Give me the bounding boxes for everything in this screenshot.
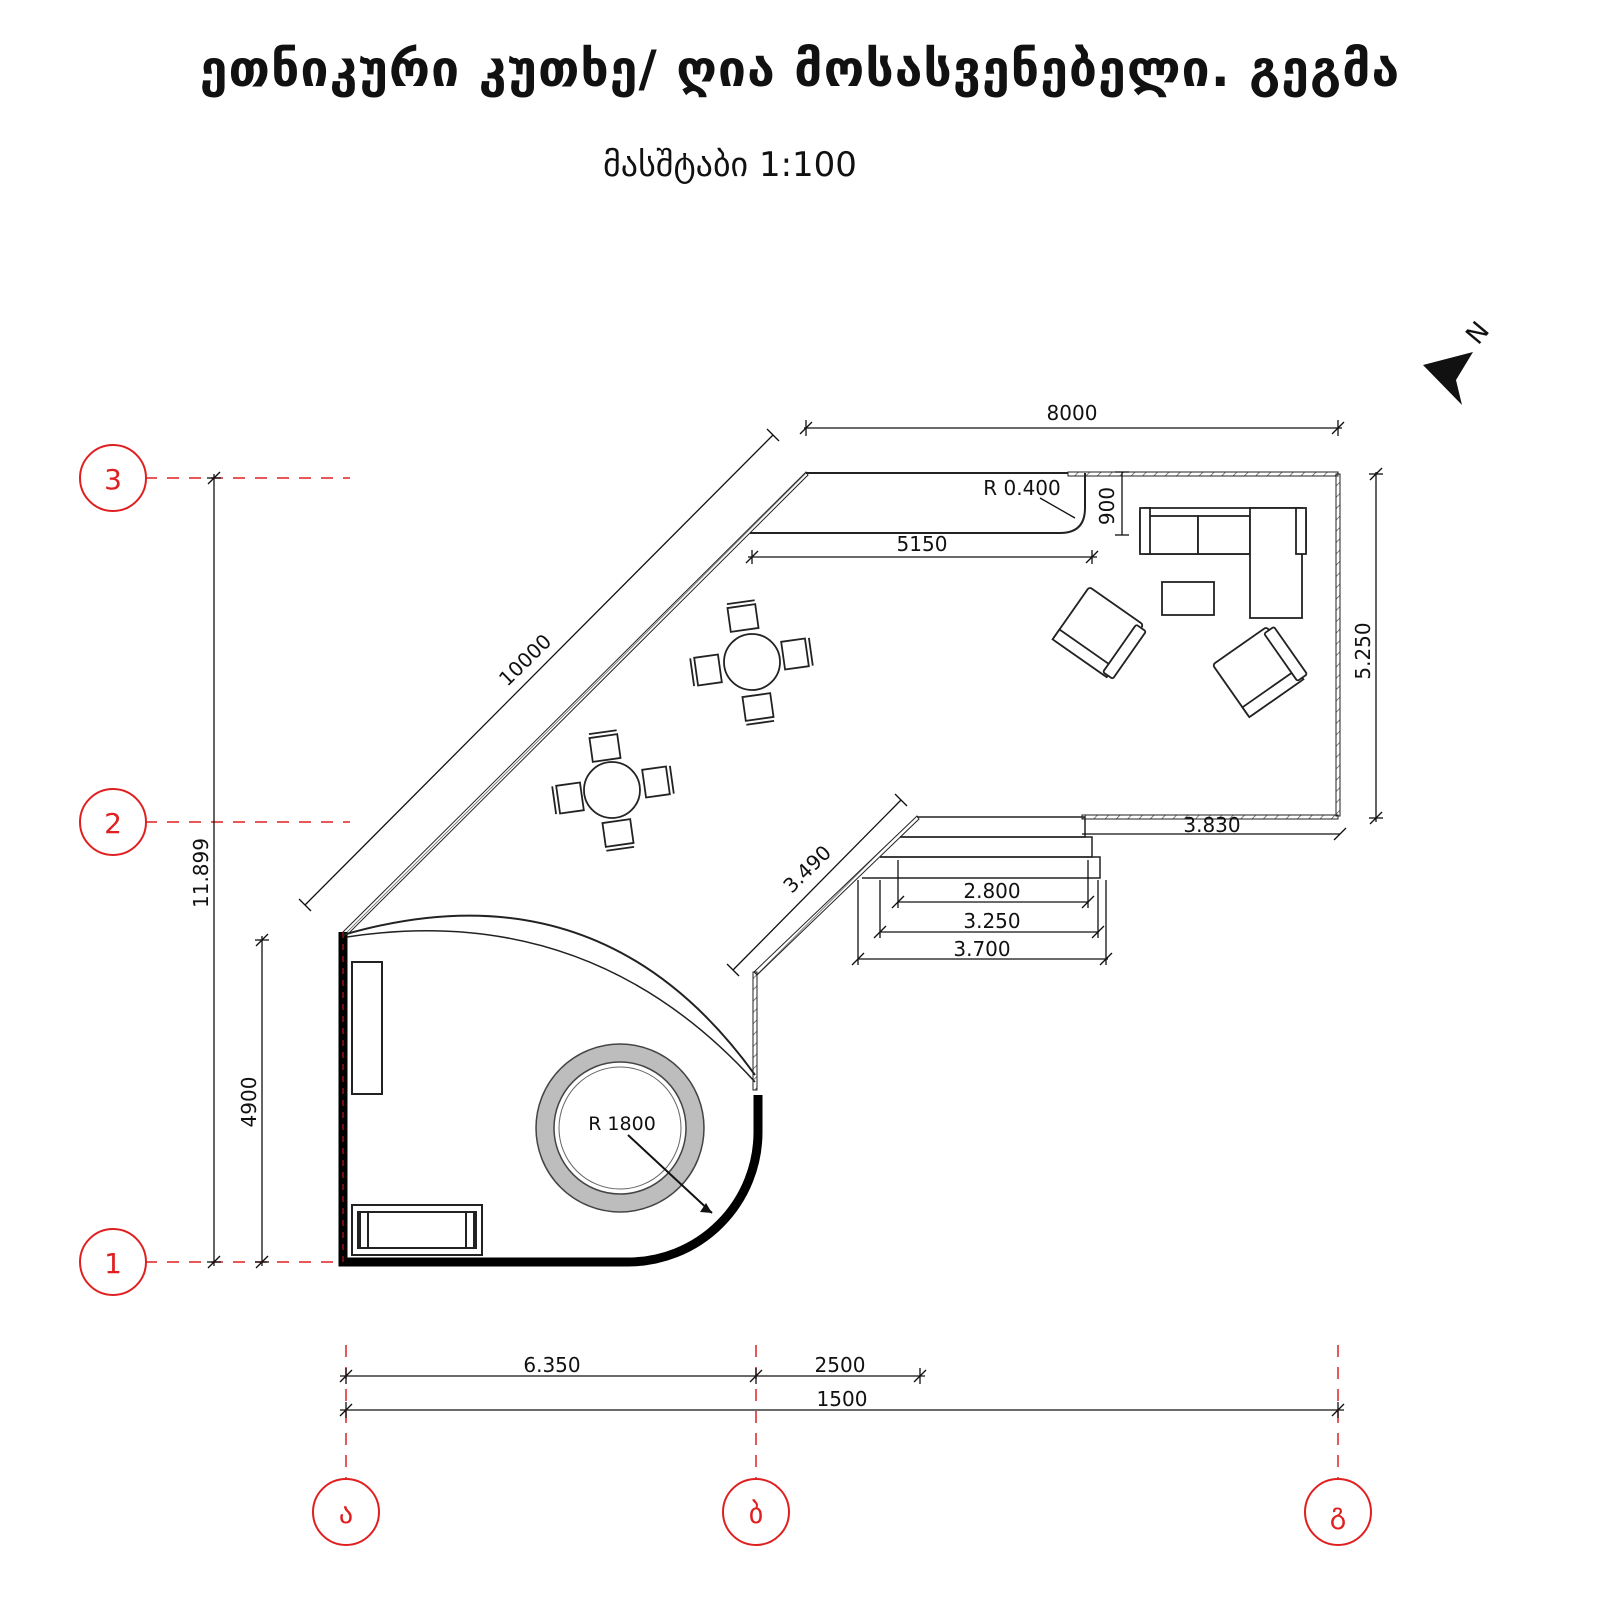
grid-rows [145, 477, 350, 1263]
wall-counter [351, 961, 383, 1095]
grid-label-a: ა [339, 1497, 353, 1530]
fountain-radius-label: R 1800 [588, 1113, 656, 1135]
dim-3700: 3.700 [953, 937, 1010, 961]
north-label: N [1460, 316, 1495, 350]
grid-bubble-col-b: ბ [722, 1478, 790, 1546]
l-sofa [1139, 507, 1307, 619]
grid-bubble-row-2: 2 [79, 788, 147, 856]
grid-bubble-col-a: ა [312, 1478, 380, 1546]
solid-wall [338, 932, 763, 1267]
dim-8000: 8000 [1047, 401, 1098, 425]
inner-ledge [752, 473, 1086, 534]
dim-2800: 2.800 [963, 879, 1020, 903]
fountain: R 1800 [535, 1043, 713, 1214]
grid-bubble-row-3: 3 [79, 444, 147, 512]
dim-5250: 5.250 [1351, 622, 1375, 679]
grid-label-1: 1 [104, 1247, 122, 1280]
grid-bubble-col-g: გ [1304, 1478, 1372, 1546]
canopy-arc-outer [342, 914, 756, 1076]
dining-set [551, 729, 675, 852]
steps [862, 816, 1101, 879]
grid-label-2: 2 [104, 807, 122, 840]
grid-bubble-row-1: 1 [79, 1228, 147, 1296]
grid-label-b: ბ [749, 1497, 764, 1530]
dim-3830: 3.830 [1183, 813, 1240, 837]
dim-5150: 5150 [897, 532, 948, 556]
scale-label: მასშტაბი 1:100 [603, 145, 857, 185]
dim-radius-0400: R 0.400 [983, 476, 1061, 500]
dim-10000: 10000 [494, 629, 556, 691]
glass-walls [342, 471, 1341, 1091]
grid-label-g: გ [1330, 1497, 1346, 1530]
dining-set [689, 599, 814, 726]
armchair [1051, 587, 1147, 680]
dim-6350: 6.350 [523, 1353, 580, 1377]
armchair [1212, 626, 1308, 719]
dim-4900: 4900 [237, 1077, 261, 1128]
page-title: ეთნიკური კუთხე/ ღია მოსასვენებელი. გეგმა [199, 40, 1401, 98]
canopy-arc-inner [346, 930, 756, 1083]
dim-3490: 3.490 [778, 840, 836, 897]
north-arrow-icon: N [1423, 316, 1496, 405]
dim-900: 900 [1095, 487, 1119, 525]
dim-11899: 11.899 [189, 838, 213, 908]
dim-2500: 2500 [815, 1353, 866, 1377]
bench [351, 1204, 483, 1256]
coffee-table [1161, 581, 1215, 616]
dim-3250: 3.250 [963, 909, 1020, 933]
dimension-lines [207, 420, 1383, 1418]
dim-1500: 1500 [817, 1387, 868, 1411]
grid-label-3: 3 [104, 463, 122, 496]
